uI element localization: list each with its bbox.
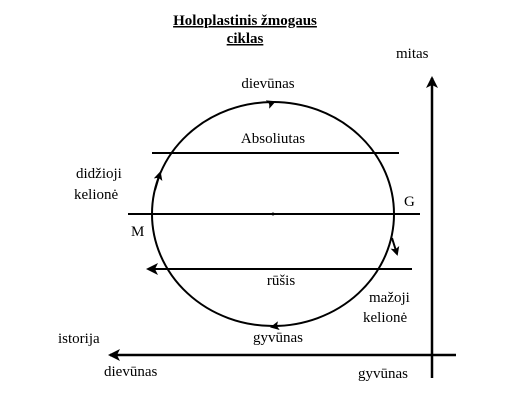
label-dievunas-axis: dievūnas	[104, 364, 157, 380]
label-dievunas-top: dievūnas	[241, 76, 294, 92]
bottom-direction-arrow	[270, 321, 280, 331]
top-direction-arrow	[265, 100, 276, 109]
label-gyvunas-bottom: gyvūnas	[253, 330, 303, 346]
title-line-2: ciklas	[227, 31, 264, 47]
title-line-1: Holoplastinis žmogaus	[173, 13, 317, 29]
label-g: G	[404, 194, 415, 210]
label-mitas: mitas	[396, 46, 429, 62]
label-absoliutas: Absoliutas	[241, 131, 305, 147]
label-didzioji-line-1: didžioji	[76, 166, 122, 182]
label-didzioji-line-2: kelionė	[74, 187, 118, 203]
label-gyvunas-axis: gyvūnas	[358, 366, 408, 382]
label-mazoji-line-2: kelionė	[363, 310, 407, 326]
label-rusis: rūšis	[267, 273, 296, 289]
label-istorija: istorija	[58, 331, 100, 347]
label-m: M	[131, 224, 144, 240]
right-direction-arrow	[390, 237, 400, 256]
left-direction-arrow	[153, 171, 163, 191]
label-mazoji-line-1: mažoji	[369, 290, 410, 306]
